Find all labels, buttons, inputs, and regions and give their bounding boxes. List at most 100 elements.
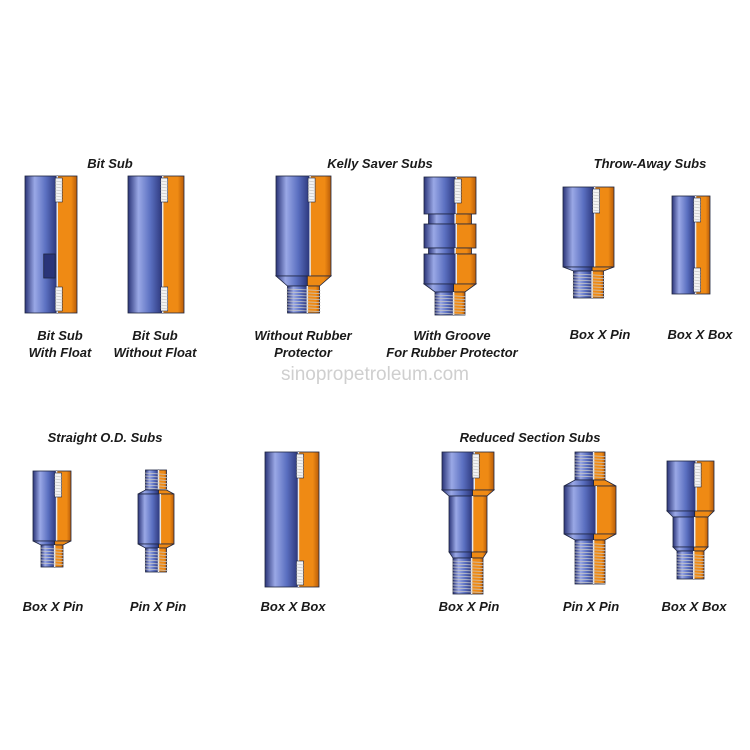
sub-blue-half [563, 533, 594, 541]
sub-blue-half [448, 495, 473, 553]
sub-thread [55, 289, 63, 292]
sub-thread [144, 478, 168, 481]
sub-thread [286, 309, 321, 312]
sub-thread [308, 195, 316, 198]
caption-straight-pin-x-pin: Pin X Pin [110, 598, 206, 615]
sub-thread [472, 462, 480, 465]
sub-blue-half [563, 485, 597, 535]
sub-thread [160, 198, 168, 201]
sub-thread [54, 475, 62, 478]
sub-orange-half [454, 213, 472, 225]
sub-thread [472, 471, 480, 474]
sub-thread [451, 563, 485, 566]
sub-thread [573, 557, 607, 560]
sub-thread [308, 189, 316, 192]
sub-thread [308, 198, 316, 201]
sub-blue-half [666, 510, 696, 518]
sub-thread [454, 196, 462, 199]
sub-blue-half [127, 175, 164, 314]
sub-orange-half [471, 551, 488, 559]
sub-thread [592, 197, 600, 200]
caption-line: Pin X Pin [562, 599, 620, 614]
sub-thread [54, 493, 62, 496]
sub-thread [144, 553, 168, 556]
float-valve [43, 253, 56, 279]
caption-line: Without Float [113, 345, 197, 360]
sub-thread [573, 569, 607, 572]
sub-thread [573, 460, 607, 463]
sub-blue-half [137, 543, 159, 549]
sub-thread [296, 468, 304, 471]
sub-thread [160, 195, 168, 198]
sub-orange-half [455, 253, 477, 285]
sub-thread [694, 480, 702, 483]
caption-line: With Float [28, 345, 92, 360]
sub-blue-half [441, 451, 475, 491]
sub-orange-half [306, 275, 333, 287]
sub-orange-half [593, 533, 617, 541]
sub-thread [55, 186, 63, 189]
sub-thread [472, 468, 480, 471]
caption-throwaway-box-x-box: Box X Box [652, 326, 748, 343]
sub-thread [144, 472, 168, 475]
sub-thread [144, 568, 168, 571]
sub-thread [693, 285, 701, 288]
sub-thread [286, 288, 321, 291]
sub-thread [451, 587, 485, 590]
sub-thread [296, 563, 304, 566]
sub-blue-half [562, 266, 593, 272]
sub-thread [693, 203, 701, 206]
sub-orange-half [454, 247, 472, 255]
sub-blue-half [428, 213, 456, 225]
caption-line: Bit Sub [37, 328, 83, 343]
caption-reduced-box-x-box: Box X Box [646, 598, 742, 615]
sub-thread [693, 209, 701, 212]
sub-thread [160, 186, 168, 189]
caption-straight-box-x-box: Box X Box [245, 598, 341, 615]
sub-thread [160, 304, 168, 307]
sub-thread [296, 471, 304, 474]
sub-thread [144, 550, 168, 553]
sub-thread [675, 556, 706, 559]
sub-thread [308, 186, 316, 189]
sub-thread [693, 270, 701, 273]
sub-orange-half [158, 543, 175, 549]
section-title-throw-away-subs: Throw-Away Subs [593, 156, 707, 171]
sub-thread [451, 569, 485, 572]
sub-thread [693, 288, 701, 291]
sub-thread [573, 469, 607, 472]
sub-thread [451, 572, 485, 575]
sub-thread [144, 481, 168, 484]
sub-thread [451, 581, 485, 584]
sub-thread [675, 574, 706, 577]
sub-thread [573, 572, 607, 575]
sub-thread [572, 294, 605, 297]
sub-thread [286, 291, 321, 294]
sub-thread [573, 463, 607, 466]
sub-thread [573, 454, 607, 457]
sub-thread [573, 457, 607, 460]
sub-thread [451, 584, 485, 587]
sub-thread [572, 291, 605, 294]
caption-reduced-box-x-pin: Box X Pin [421, 598, 517, 615]
sub-thread [694, 468, 702, 471]
sub-thread [693, 282, 701, 285]
caption-straight-box-x-pin: Box X Pin [5, 598, 101, 615]
sub-thread [308, 180, 316, 183]
sub-thread [55, 295, 63, 298]
sub-blue-half [448, 551, 473, 559]
sub-thread [454, 184, 462, 187]
sub-orange-half [694, 516, 709, 548]
sub-thread [694, 477, 702, 480]
sub-thread [55, 195, 63, 198]
sub-thread [693, 273, 701, 276]
sub-thread [675, 565, 706, 568]
sub-blue-half [672, 516, 696, 548]
sub-thread [308, 192, 316, 195]
sub-thread [592, 203, 600, 206]
sub-thread [472, 465, 480, 468]
sub-orange-half [453, 283, 478, 293]
sub-thread [54, 490, 62, 493]
sub-thread [572, 288, 605, 291]
